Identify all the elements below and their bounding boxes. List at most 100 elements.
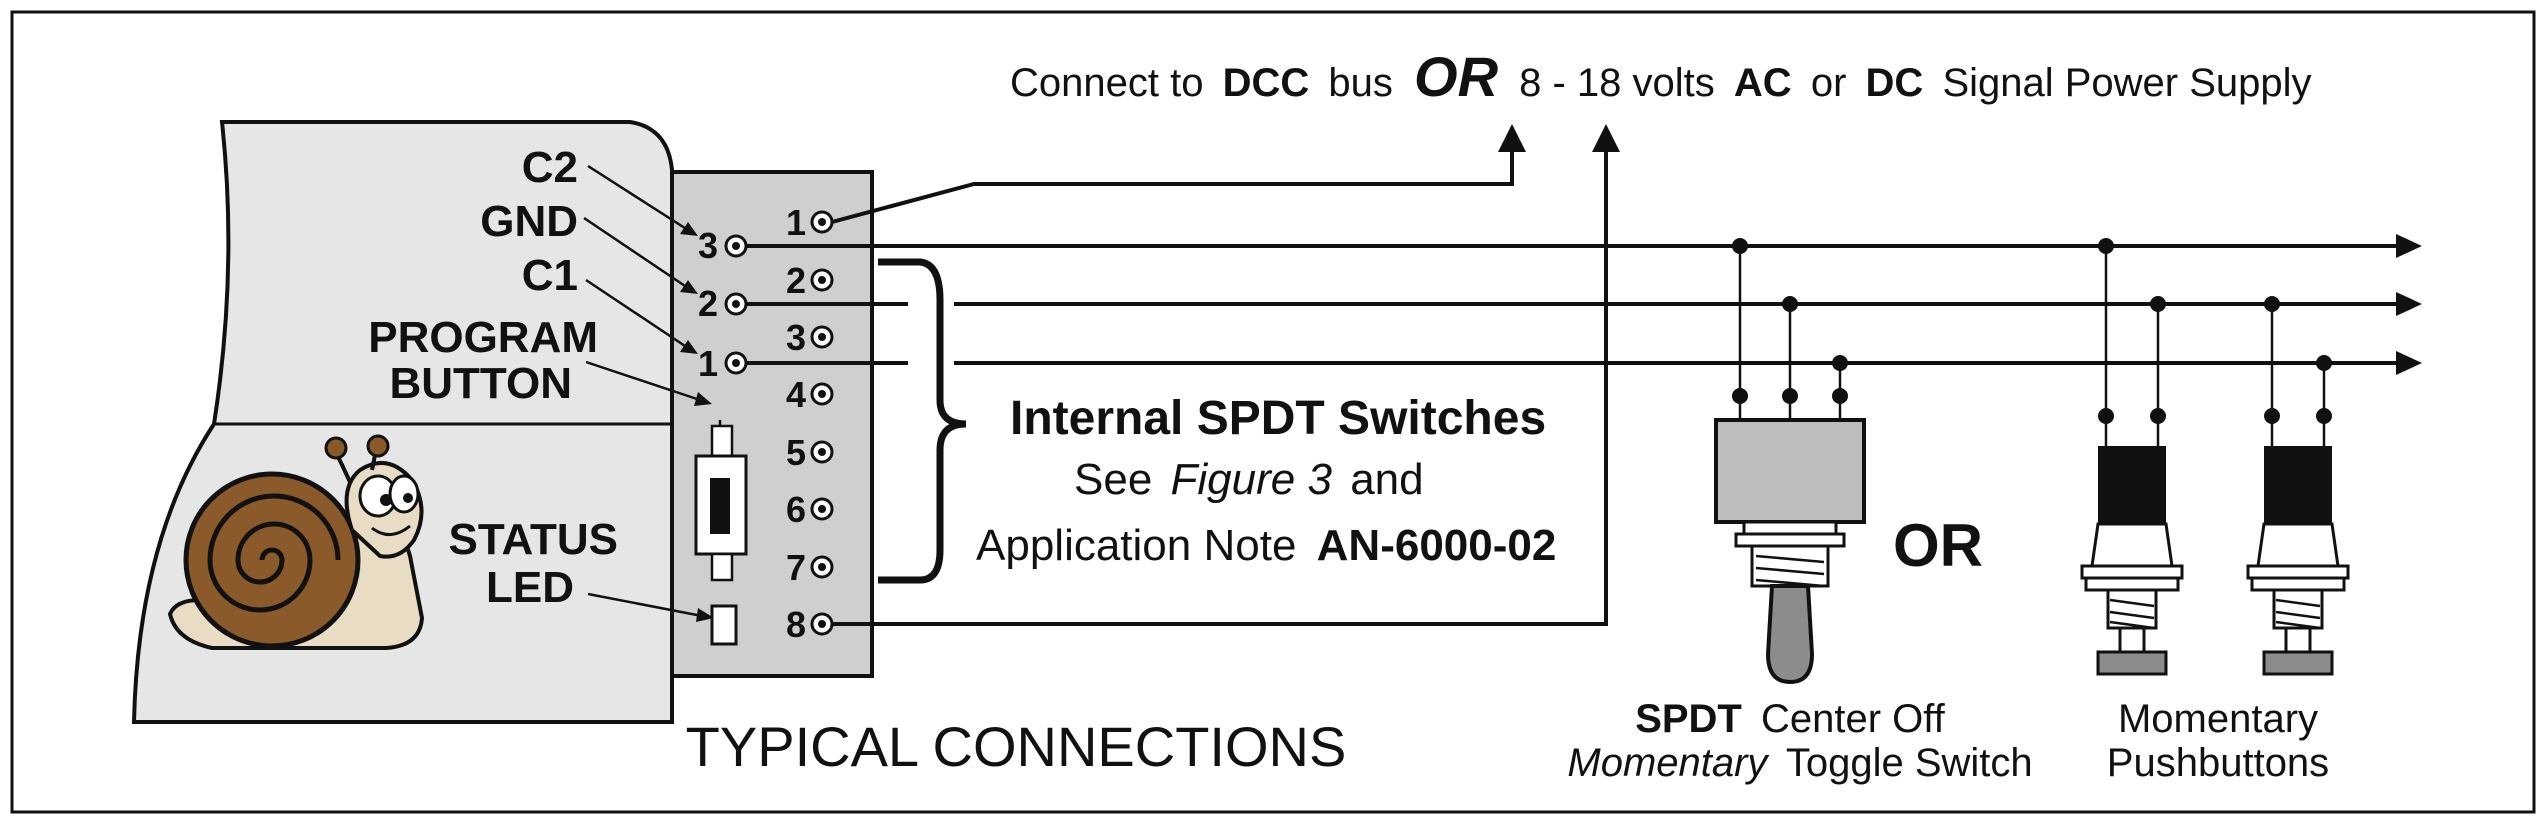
pushbutton-1-junction-1 (2098, 238, 2114, 254)
right-pin-7: 7 (786, 547, 806, 588)
leader-program (585, 360, 701, 402)
program-button-top (710, 424, 734, 458)
arrowhead-power-ac-dc (1592, 124, 1620, 152)
pushbutton-1 (2080, 238, 2184, 676)
snail-shell-spiral (207, 493, 341, 613)
left-pin-2: 2 (698, 283, 718, 324)
diagram-caption: TYPICAL CONNECTIONS (686, 715, 1347, 778)
label-program: PROGRAM (368, 313, 598, 362)
pushbutton-2-nut-1 (2246, 564, 2350, 580)
toggle-caption-line2: Momentary Toggle Switch (1567, 741, 2032, 785)
leader-c1 (585, 278, 689, 350)
right-terminal-5-center (818, 448, 826, 456)
spdt-toggle-switch (1714, 238, 1866, 685)
pushbutton-1-junction-2 (2150, 296, 2166, 312)
arrowhead-led (696, 608, 714, 622)
pushbutton-1-stem (2118, 626, 2146, 654)
leader-led (587, 592, 703, 618)
toggle-lever[interactable] (1765, 584, 1815, 685)
pushbutton-1-nut-1 (2080, 564, 2184, 580)
arrowhead-program (694, 392, 712, 406)
arrowhead-bus-gnd (2396, 292, 2422, 316)
snail-eye-right (388, 474, 420, 514)
right-pin-4: 4 (786, 374, 806, 415)
right-terminal-2-center (818, 276, 826, 284)
see-figure-note: See Figure 3 and (1074, 455, 1424, 504)
or-separator: OR (1893, 512, 1983, 579)
program-button[interactable] (694, 454, 748, 556)
snail-mascot (167, 434, 425, 650)
snail-pupil-right (403, 493, 413, 503)
right-pin-1: 1 (786, 202, 806, 243)
label-gnd: GND (480, 197, 578, 246)
left-terminal-2-center (732, 300, 740, 308)
left-pin-3: 3 (698, 225, 718, 266)
pushbutton-1-threads (2109, 598, 2155, 630)
label-c1: C1 (522, 251, 578, 300)
right-pin-3: 3 (786, 317, 806, 358)
pushbutton-2-junction-1 (2264, 296, 2280, 312)
wire-power-dcc (831, 150, 1514, 224)
left-pin-1: 1 (698, 343, 718, 384)
program-button-bottom (710, 552, 734, 582)
pushbutton-caption-line2: Pushbuttons (2107, 741, 2329, 785)
leader-gnd (583, 216, 689, 290)
pushbutton-2-body (2264, 446, 2332, 524)
pushbutton-1-nut-2 (2084, 576, 2180, 592)
toggle-junction-3 (1832, 355, 1848, 371)
status-led (710, 604, 738, 646)
right-terminal-3-center (818, 333, 826, 341)
arrowhead-gnd (680, 280, 698, 294)
right-terminal-6-center (818, 505, 826, 513)
pushbutton-1-cap[interactable] (2096, 650, 2168, 676)
pushbutton-2-nut-2 (2250, 576, 2346, 592)
pushbutton-2-threads (2275, 598, 2321, 630)
left-terminals (724, 234, 748, 375)
left-terminal-1-center (732, 359, 740, 367)
right-terminal-1-center (818, 218, 826, 226)
right-pin-6: 6 (786, 489, 806, 530)
pushbutton-2 (2246, 296, 2350, 676)
power-connection-label: Connect to DCC bus OR 8 - 18 volts AC or… (1010, 45, 2312, 108)
pushbutton-2-cap[interactable] (2262, 650, 2334, 676)
snail-smile (371, 524, 411, 536)
label-c2: C2 (522, 143, 578, 192)
left-terminal-3-center (732, 242, 740, 250)
internal-switches-brace (878, 258, 967, 584)
right-terminal-8-center (818, 620, 826, 628)
pushbutton-caption-line1: Momentary (2118, 697, 2318, 741)
pushbutton-2-collar (2256, 522, 2340, 568)
arrowhead-c1 (680, 340, 698, 354)
leader-c2 (587, 164, 689, 232)
pushbutton-1-body (2098, 446, 2166, 524)
pushbutton-2-stem (2284, 626, 2312, 654)
toggle-nut-2 (1734, 532, 1846, 548)
arrowhead-bus-c1 (2396, 351, 2422, 375)
toggle-body (1714, 418, 1866, 524)
right-pin-2: 2 (786, 260, 806, 301)
pushbutton-2-junction-2 (2316, 355, 2332, 371)
snail-antenna-tip-right (366, 434, 390, 458)
right-pin-8: 8 (786, 604, 806, 645)
label-led: LED (486, 563, 574, 612)
right-terminal-7-center (818, 563, 826, 571)
internal-switches-title: Internal SPDT Switches (1010, 392, 1546, 445)
toggle-junction-1 (1732, 238, 1748, 254)
arrowhead-bus-c2 (2396, 234, 2422, 258)
application-note: Application Note AN-6000-02 (976, 521, 1556, 570)
wire-power-ac-dc (832, 150, 1608, 626)
snail-antenna-tip-left (324, 436, 348, 460)
right-terminals (810, 210, 834, 636)
program-button-plunger (710, 478, 730, 534)
arrowhead-power-dcc (1498, 124, 1526, 152)
right-terminal-4-center (818, 390, 826, 398)
diagram-frame (10, 10, 2536, 814)
right-pin-5: 5 (786, 432, 806, 473)
label-button: BUTTON (389, 359, 572, 408)
toggle-nut-1 (1742, 520, 1838, 536)
snail-pupil-left (380, 494, 392, 506)
toggle-threads (1755, 554, 1825, 588)
arrowhead-c2 (680, 222, 698, 236)
terminal-block (670, 170, 874, 678)
